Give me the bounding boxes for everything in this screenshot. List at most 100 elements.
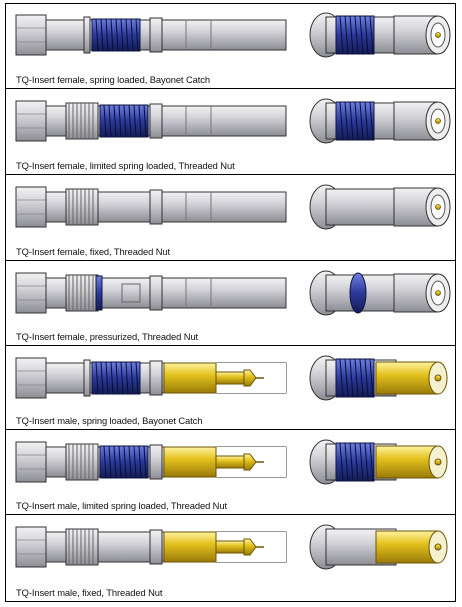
perspective-spring-line bbox=[344, 442, 349, 482]
connector-perspective-view bbox=[309, 270, 451, 316]
hex-nut-shape bbox=[15, 357, 47, 399]
perspective-spring-line bbox=[364, 442, 369, 482]
connector-caption: TQ-Insert female, spring loaded, Bayonet… bbox=[16, 74, 210, 85]
spring-turn-line bbox=[128, 445, 132, 479]
perspective-spring-line bbox=[339, 101, 344, 141]
spring-turn-line bbox=[143, 104, 147, 138]
gold-pin-shape bbox=[215, 455, 245, 469]
connector-caption: TQ-Insert male, spring loaded, Bayonet C… bbox=[16, 415, 203, 426]
perspective-contact-shape bbox=[435, 32, 441, 38]
spring-turn-line bbox=[138, 445, 142, 479]
perspective-seal-shape bbox=[349, 272, 367, 314]
perspective-spring-line bbox=[369, 442, 374, 482]
connector-caption: TQ-Insert female, pressurized, Threaded … bbox=[16, 331, 199, 342]
body-collar-shape bbox=[149, 444, 163, 480]
bayonet-collar-shape bbox=[83, 359, 91, 397]
spring-turn-line bbox=[105, 361, 109, 395]
connector-caption: TQ-Insert female, fixed, Threaded Nut bbox=[16, 246, 171, 257]
spring-turn-line bbox=[128, 104, 132, 138]
spring-turn-line bbox=[110, 18, 114, 52]
perspective-spring-line bbox=[359, 442, 364, 482]
perspective-gold-shape bbox=[375, 361, 439, 395]
spring-turn-line bbox=[123, 445, 127, 479]
spring-turn-line bbox=[138, 104, 142, 138]
gold-insert-shape bbox=[163, 362, 217, 394]
connector-perspective-view bbox=[309, 12, 451, 58]
perspective-spring-line bbox=[339, 442, 344, 482]
perspective-spring-line bbox=[349, 358, 354, 398]
spring-turn-line bbox=[100, 18, 104, 52]
spring-turn-line bbox=[133, 445, 137, 479]
perspective-spring-line bbox=[364, 101, 369, 141]
spring-turn-line bbox=[120, 361, 124, 395]
spring-turn-line bbox=[130, 18, 134, 52]
perspective-spring-line bbox=[369, 101, 374, 141]
hex-nut-shape bbox=[15, 100, 47, 142]
perspective-contact-shape bbox=[435, 290, 441, 296]
perspective-spring-line bbox=[354, 101, 359, 141]
perspective-spring-line bbox=[339, 358, 344, 398]
connector-drawing bbox=[15, 270, 451, 316]
gold-pin-shape bbox=[215, 540, 245, 554]
perspective-body-shape bbox=[325, 188, 397, 226]
hex-nut-shape bbox=[15, 526, 47, 568]
connector-row-male-fixed-threaded: TQ-Insert male, fixed, Threaded Nut bbox=[6, 516, 455, 601]
perspective-spring-line bbox=[359, 15, 364, 55]
perspective-spring-line bbox=[349, 442, 354, 482]
body-collar-shape bbox=[149, 103, 163, 139]
hex-nut-shape bbox=[15, 14, 47, 56]
spring-turn-line bbox=[103, 445, 107, 479]
perspective-spring-line bbox=[349, 101, 354, 141]
gold-tip-shape bbox=[243, 453, 257, 471]
connector-row-male-limited-spring-threaded: TQ-Insert male, limited spring loaded, T… bbox=[6, 431, 455, 515]
connector-body-shape bbox=[45, 19, 287, 51]
spring-turn-line bbox=[115, 18, 119, 52]
perspective-spring-line bbox=[354, 15, 359, 55]
gold-insert-shape bbox=[163, 531, 217, 563]
spring-turn-line bbox=[125, 361, 129, 395]
perspective-pin-shape bbox=[434, 543, 442, 551]
connector-drawing bbox=[15, 12, 451, 58]
perspective-contact-shape bbox=[435, 118, 441, 124]
perspective-spring-line bbox=[349, 15, 354, 55]
perspective-gold-shape bbox=[375, 530, 439, 564]
perspective-spring-line bbox=[364, 15, 369, 55]
perspective-pin-shape bbox=[434, 374, 442, 382]
connector-drawing bbox=[15, 524, 448, 570]
hex-nut-shape bbox=[15, 272, 47, 314]
connector-perspective-view bbox=[309, 355, 448, 401]
connector-row-female-pressurized-threaded: TQ-Insert female, pressurized, Threaded … bbox=[6, 262, 455, 346]
gold-pin-shape bbox=[215, 371, 245, 385]
spring-turn-line bbox=[115, 361, 119, 395]
spring-turn-line bbox=[143, 445, 147, 479]
gold-tip-shape bbox=[243, 538, 257, 556]
spring-turn-line bbox=[113, 445, 117, 479]
perspective-spring-line bbox=[354, 358, 359, 398]
perspective-spring-line bbox=[359, 358, 364, 398]
hex-nut-shape bbox=[15, 441, 47, 483]
connector-perspective-view bbox=[309, 439, 448, 485]
body-collar-shape bbox=[149, 189, 163, 225]
perspective-spring-line bbox=[369, 15, 374, 55]
connector-drawing bbox=[15, 98, 451, 144]
spring-turn-line bbox=[130, 361, 134, 395]
spring-turn-line bbox=[125, 18, 129, 52]
connector-caption: TQ-Insert male, limited spring loaded, T… bbox=[16, 500, 227, 511]
bayonet-collar-shape bbox=[83, 16, 91, 54]
perspective-spring-line bbox=[364, 358, 369, 398]
pressure-port-shape bbox=[121, 283, 141, 303]
perspective-pin-shape bbox=[434, 458, 442, 466]
spring-turn-line bbox=[110, 361, 114, 395]
spring-turn-line bbox=[103, 104, 107, 138]
spring-turn-line bbox=[105, 18, 109, 52]
connector-caption: TQ-Insert male, fixed, Threaded Nut bbox=[16, 587, 163, 598]
spring-turn-line bbox=[135, 18, 139, 52]
spring-turn-line bbox=[95, 18, 99, 52]
perspective-spring-line bbox=[354, 442, 359, 482]
spring-turn-line bbox=[123, 104, 127, 138]
connector-perspective-view bbox=[309, 524, 448, 570]
perspective-spring-line bbox=[344, 101, 349, 141]
body-collar-shape bbox=[149, 529, 163, 565]
spring-turn-line bbox=[135, 361, 139, 395]
spring-turn-line bbox=[108, 445, 112, 479]
